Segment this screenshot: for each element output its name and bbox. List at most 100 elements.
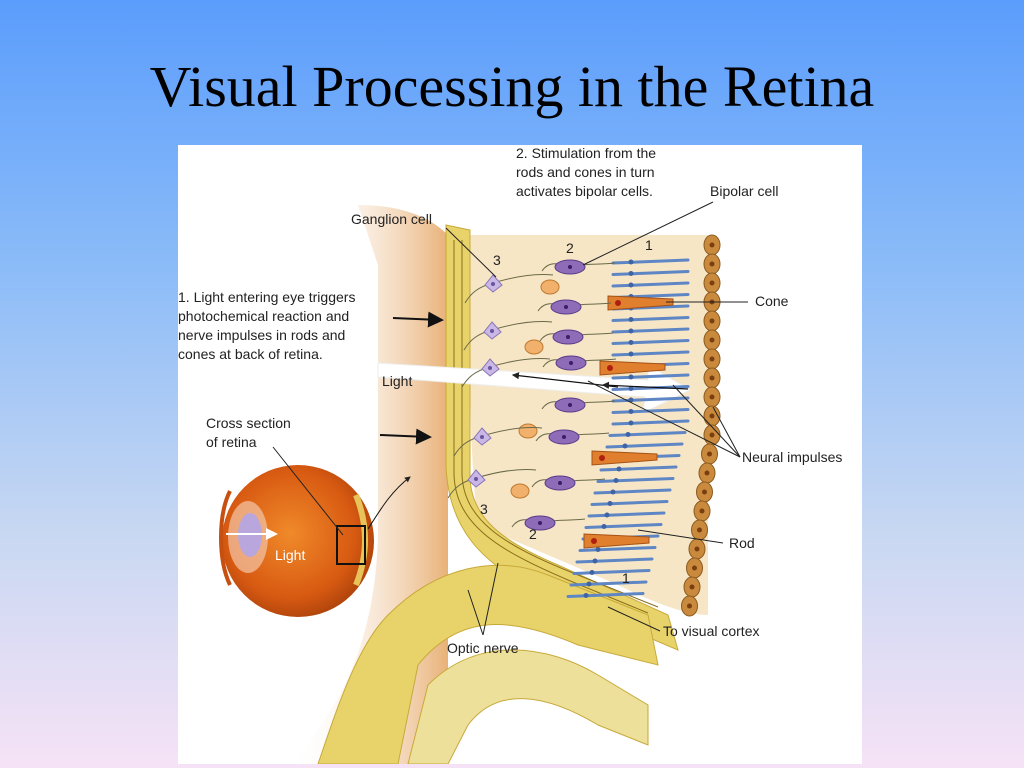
rod-nucleus [628, 386, 634, 391]
pigment-nucleus [709, 356, 715, 362]
bipolar-nucleus [558, 481, 562, 485]
rod-cell [566, 592, 645, 598]
rod-nucleus [592, 558, 598, 564]
rod-nucleus [610, 489, 616, 495]
rod-cell [593, 488, 672, 495]
optic-nerve-band [445, 224, 679, 651]
cone-cell [583, 533, 650, 549]
pigment-nucleus [697, 527, 702, 533]
rod-nucleus [628, 351, 634, 357]
rod-nucleus [589, 570, 595, 575]
bipolar-nucleus [562, 435, 566, 439]
ganglion-nucleus [480, 435, 484, 439]
pigment-nucleus [709, 280, 715, 286]
bipolar-nucleus [568, 265, 572, 269]
rod-nucleus [628, 328, 634, 334]
step-arrow [392, 311, 444, 328]
bipolar-cells [510, 259, 617, 531]
rod-cell [611, 408, 690, 414]
zoom-arrow [367, 476, 411, 530]
ganglion-nucleus [488, 366, 492, 370]
rod-cell [578, 546, 657, 552]
neural-impulse-arrow [511, 372, 619, 388]
rod-nucleus [586, 581, 592, 587]
nerve-fiber-line [453, 240, 649, 614]
slide-title: Visual Processing in the Retina [149, 54, 875, 119]
pigment-nucleus [709, 261, 715, 267]
pigment-nucleus [689, 584, 695, 590]
horizontal-cell [518, 423, 538, 439]
rod-cell [611, 373, 690, 380]
label-bipolar-cell: Bipolar cell [710, 183, 779, 199]
rod-nucleus [628, 282, 634, 288]
leader-optic-nerve [482, 562, 499, 636]
rod-cell [611, 396, 690, 403]
rod-nucleus [625, 432, 631, 437]
step-arrow [379, 428, 432, 445]
rod-cell [572, 569, 651, 575]
rod-cell [569, 580, 648, 587]
pigment-epithelium [681, 234, 721, 617]
cones [583, 295, 674, 549]
pigment-nucleus [709, 413, 715, 419]
rod-cell [584, 523, 663, 529]
rod-nucleus [628, 317, 634, 322]
rod-nucleus [628, 271, 634, 276]
pigment-nucleus [709, 375, 715, 381]
rod-nucleus [607, 501, 613, 506]
rod-cell [611, 327, 690, 334]
rod-cell [596, 477, 675, 483]
optic-nerve-lower-2 [407, 649, 649, 764]
pigment-nucleus [707, 451, 712, 457]
pigment-nucleus [694, 546, 700, 552]
rod-nucleus [628, 340, 634, 345]
rod-cell [605, 442, 684, 449]
rod-nucleus [628, 397, 634, 403]
pigment-nucleus [702, 489, 707, 495]
cone-nucleus [591, 538, 597, 544]
ganglion-nucleus [474, 477, 478, 481]
bipolar-nucleus [568, 403, 572, 407]
cone-cell [591, 450, 658, 466]
leader-neural-impulses [587, 380, 741, 458]
number-bottom-3: 3 [480, 501, 488, 517]
rod-nucleus [628, 420, 634, 426]
rod-nucleus [604, 512, 610, 518]
leader-neural-impulses [672, 384, 741, 458]
rod-cell [590, 500, 669, 506]
cone-cell [599, 360, 666, 376]
rod-nucleus [601, 524, 607, 529]
rod-cell [611, 258, 690, 265]
number-top-3: 3 [493, 252, 501, 268]
bipolar-nucleus [564, 305, 568, 309]
leader-optic-nerve [467, 589, 484, 636]
rod-nucleus [613, 478, 619, 483]
leader-visual-cortex [607, 606, 661, 632]
pigment-nucleus [709, 318, 715, 324]
rod-cell [587, 511, 666, 518]
rod-cell [611, 270, 690, 276]
label-cross-section: Cross section of retina [206, 415, 291, 450]
rod-nucleus [595, 547, 601, 552]
eyeball [219, 465, 374, 617]
cone-nucleus [615, 300, 621, 306]
ganglion-nucleus [490, 329, 494, 333]
pigment-nucleus [709, 242, 715, 248]
label-to-visual-cortex: To visual cortex [663, 623, 760, 639]
rod-nucleus [583, 593, 589, 598]
label-step2: 2. Stimulation from the rods and cones i… [516, 145, 657, 199]
retina-diagram: 2. Stimulation from the rods and cones i… [178, 145, 862, 764]
label-optic-nerve: Optic nerve [447, 640, 519, 656]
label-light-eye: Light [275, 547, 306, 563]
leader-ganglion [445, 227, 497, 278]
pigment-nucleus [692, 565, 697, 571]
pigment-nucleus [687, 603, 692, 609]
label-rod: Rod [729, 535, 755, 551]
rod-nucleus [628, 259, 634, 265]
bipolar-nucleus [566, 335, 570, 339]
rod-cell [575, 557, 654, 564]
horizontal-cell [540, 279, 560, 295]
label-step1: 1. Light entering eye triggers photochem… [178, 289, 356, 362]
cone-nucleus [607, 365, 613, 371]
cone-cell [607, 295, 674, 311]
